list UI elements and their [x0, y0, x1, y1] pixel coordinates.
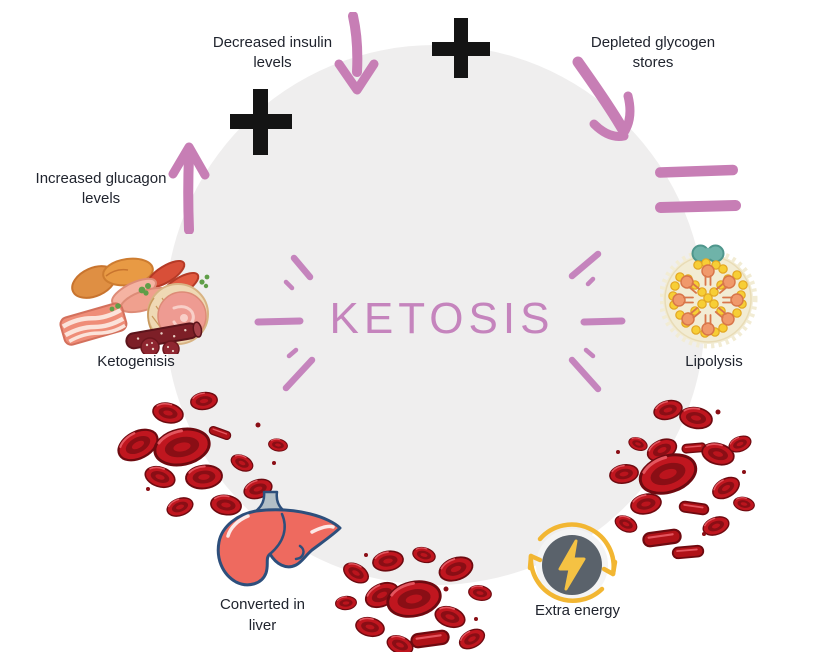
liver-illustration — [216, 490, 342, 587]
label-increased-glucagon: Increased glucagon levels — [14, 169, 188, 209]
label-lipolysis: Lipolysis — [685, 353, 743, 370]
label-line: Converted in — [219, 596, 306, 613]
plus-icon — [230, 89, 292, 155]
label-converted-in-liver: Converted in liver — [190, 594, 335, 636]
label-line: Depleted glycogen — [590, 34, 716, 51]
burst-marks-icon — [568, 250, 626, 393]
energy-cycle-icon — [527, 522, 618, 603]
meat-illustration — [59, 257, 210, 354]
page-title: KETOSIS — [329, 294, 555, 343]
label-line: liver — [248, 617, 277, 634]
label-decreased-insulin: Decreased insulin levels — [185, 33, 360, 73]
label-line: levels — [81, 190, 121, 207]
label-line: levels — [253, 54, 292, 71]
plus-icon — [432, 18, 490, 78]
label-ketogenisis: Ketogenisis — [97, 353, 175, 370]
burst-marks-icon — [254, 254, 316, 392]
up-arrow-icon — [168, 142, 210, 234]
fat-cell-illustration — [660, 244, 758, 349]
down-arrow-icon — [334, 12, 379, 95]
diagonal-arrow-icon — [572, 56, 635, 141]
label-line: stores — [632, 54, 674, 71]
label-line: Decreased insulin — [212, 34, 333, 51]
label-line: Increased glucagon — [35, 170, 167, 187]
blood-cells-illustration — [112, 390, 289, 529]
blood-cells-illustration — [607, 396, 757, 560]
blood-cells-illustration — [334, 544, 494, 652]
label-depleted-glycogen: Depleted glycogen stores — [565, 33, 741, 73]
label-extra-energy: Extra energy — [534, 602, 621, 619]
equals-icon — [655, 164, 742, 213]
